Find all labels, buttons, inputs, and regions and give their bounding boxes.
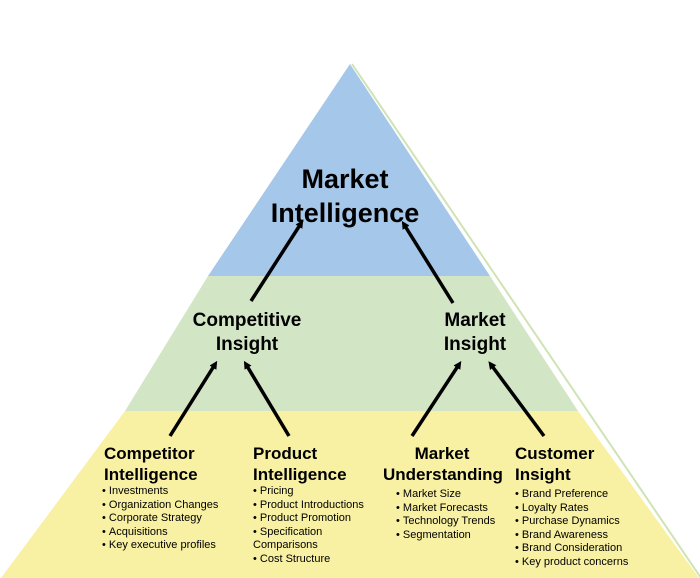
competitive-insight-line2: Insight xyxy=(215,334,279,355)
product-intelligence-title: Product Intelligence xyxy=(253,443,347,485)
list-item: Segmentation xyxy=(396,529,495,543)
customer-insight-list: Brand Preference Loyalty Rates Purchase … xyxy=(515,488,628,569)
list-item: Investments xyxy=(102,485,218,499)
apex-title: Market Intelligence xyxy=(230,162,460,230)
list-item: Purchase Dynamics xyxy=(515,515,628,529)
arrow-product-to-competitive xyxy=(243,360,291,437)
apex-title-line2: Intelligence xyxy=(270,198,420,228)
pyramid-middle-tier xyxy=(125,276,578,411)
market-understanding-list: Market Size Market Forecasts Technology … xyxy=(396,488,495,542)
competitor-intelligence-line1: Competitor xyxy=(104,444,195,463)
customer-insight-line2: Insight xyxy=(515,465,571,484)
customer-insight-title: Customer Insight xyxy=(515,443,594,485)
pyramid-apex-tier xyxy=(208,64,490,276)
competitor-intelligence-line2: Intelligence xyxy=(104,465,198,484)
competitive-insight-label: Competitive Insight xyxy=(167,309,327,357)
list-item: Acquisitions xyxy=(102,526,218,540)
product-intelligence-list: Pricing Product Introductions Product Pr… xyxy=(253,485,364,566)
list-item: Key executive profiles xyxy=(102,539,218,553)
list-item: Comparisons xyxy=(253,539,318,551)
list-item: Brand Awareness xyxy=(515,529,628,543)
list-item: Product Promotion xyxy=(253,512,364,526)
list-item: Corporate Strategy xyxy=(102,512,218,526)
list-item: Pricing xyxy=(253,485,364,499)
competitive-insight-line1: Competitive xyxy=(192,310,302,331)
market-understanding-line2: Understanding xyxy=(383,465,503,484)
product-intelligence-line1: Product xyxy=(253,444,318,463)
market-insight-line1: Market xyxy=(444,310,506,331)
market-understanding-title: Market Understanding xyxy=(383,443,503,485)
arrow-competitor-to-competitive xyxy=(168,360,218,437)
apex-title-line1: Market xyxy=(301,164,389,194)
competitor-intelligence-title: Competitor Intelligence xyxy=(104,443,198,485)
arrow-market-understanding-to-market-insight xyxy=(410,360,462,437)
list-item: Cost Structure xyxy=(253,553,364,567)
market-insight-label: Market Insight xyxy=(395,309,555,357)
arrow-customer-to-market-insight xyxy=(488,361,546,438)
market-understanding-line1: Market xyxy=(414,444,470,463)
arrow-market-insight-to-intelligence xyxy=(401,220,455,304)
list-item: Market Size xyxy=(396,488,495,502)
customer-insight-line1: Customer xyxy=(515,444,595,463)
list-item: Organization Changes xyxy=(102,499,218,513)
arrow-competitive-to-intelligence xyxy=(249,219,304,302)
list-item: Key product concerns xyxy=(515,556,628,570)
list-item: Market Forecasts xyxy=(396,502,495,516)
competitor-intelligence-list: Investments Organization Changes Corpora… xyxy=(102,485,218,553)
list-item: Brand Consideration xyxy=(515,542,628,556)
market-insight-line2: Insight xyxy=(443,334,507,355)
product-intelligence-line2: Intelligence xyxy=(253,465,347,484)
list-item: Technology Trends xyxy=(396,515,495,529)
pyramid-right-edge-highlight xyxy=(351,63,700,578)
list-item: Specification xyxy=(253,526,364,540)
list-item: Product Introductions xyxy=(253,499,364,513)
list-item: Loyalty Rates xyxy=(515,502,628,516)
list-item: Brand Preference xyxy=(515,488,628,502)
